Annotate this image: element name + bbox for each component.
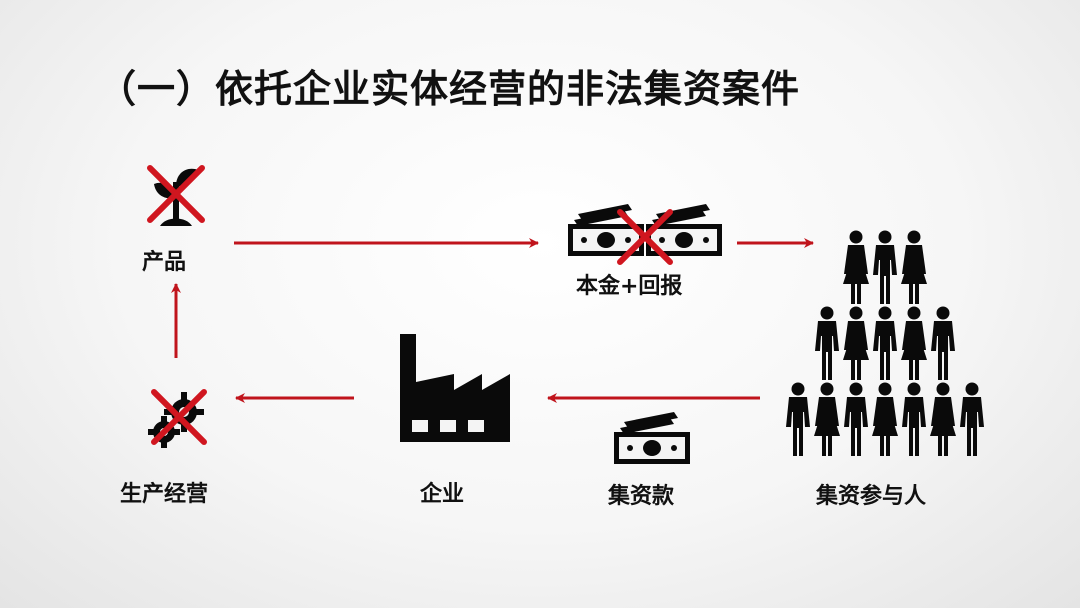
money-icon xyxy=(646,204,722,256)
node-label-principal-return: 本金+回报 xyxy=(576,274,683,299)
factory-icon xyxy=(400,334,510,442)
node-label-product: 产品 xyxy=(142,250,187,275)
cross-icon xyxy=(147,165,205,223)
cross-icon xyxy=(617,209,673,265)
node-label-participants: 集资参与人 xyxy=(816,484,927,509)
money-icon xyxy=(614,412,690,464)
node-label-funds: 集资款 xyxy=(608,484,675,509)
node-label-operation: 生产经营 xyxy=(120,482,209,507)
people-pyramid-icon xyxy=(786,230,984,456)
money-icon xyxy=(568,204,644,256)
plant-icon xyxy=(154,168,198,226)
cross-icon xyxy=(151,389,207,445)
page-title: （一）依托企业实体经营的非法集资案件 xyxy=(98,67,801,111)
node-label-enterprise: 企业 xyxy=(420,482,465,507)
